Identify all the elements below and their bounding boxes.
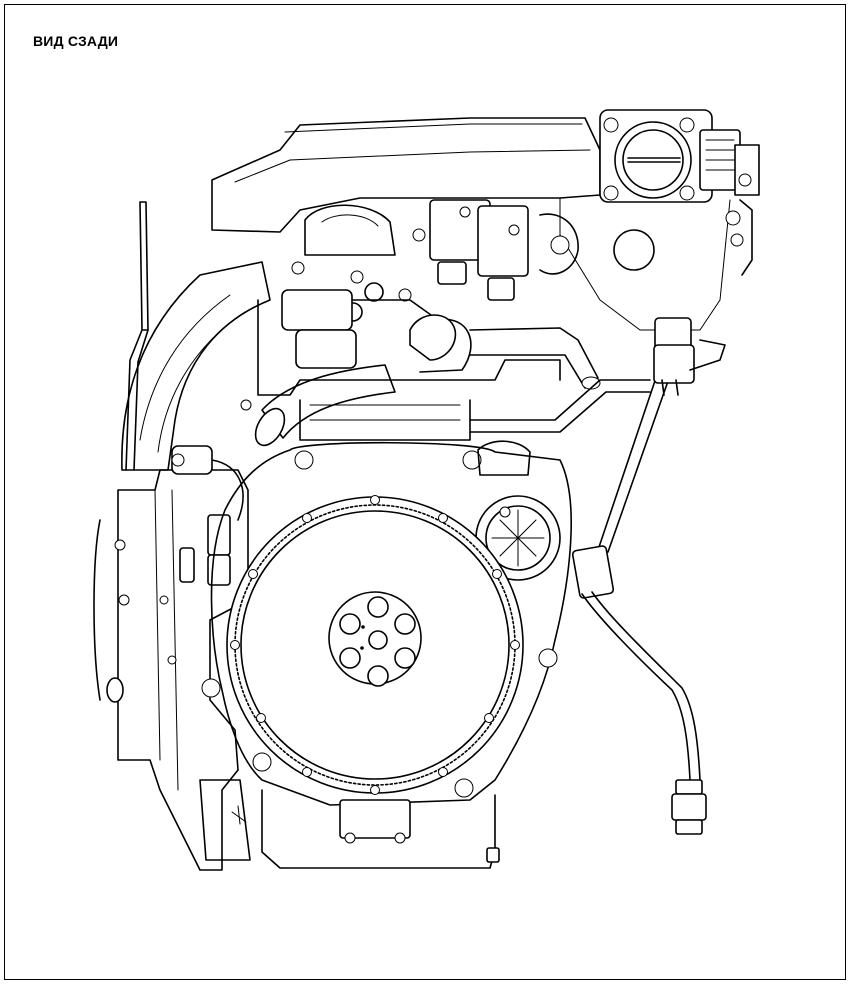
flywheel [226,495,524,795]
heater-pipe [469,379,651,433]
oil-pan [199,779,500,869]
oxygen-sensor-harness [571,317,726,835]
exhaust-manifold [121,261,271,471]
left-bracket [93,445,249,871]
water-outlet-cluster [291,199,579,322]
coolant-hose [254,364,396,447]
thermostat-housing [281,289,601,390]
throttle-body [599,109,760,276]
bell-housing [201,441,572,806]
dipstick-tube [125,201,149,471]
view-label: ВИД СЗАДИ [33,33,119,49]
